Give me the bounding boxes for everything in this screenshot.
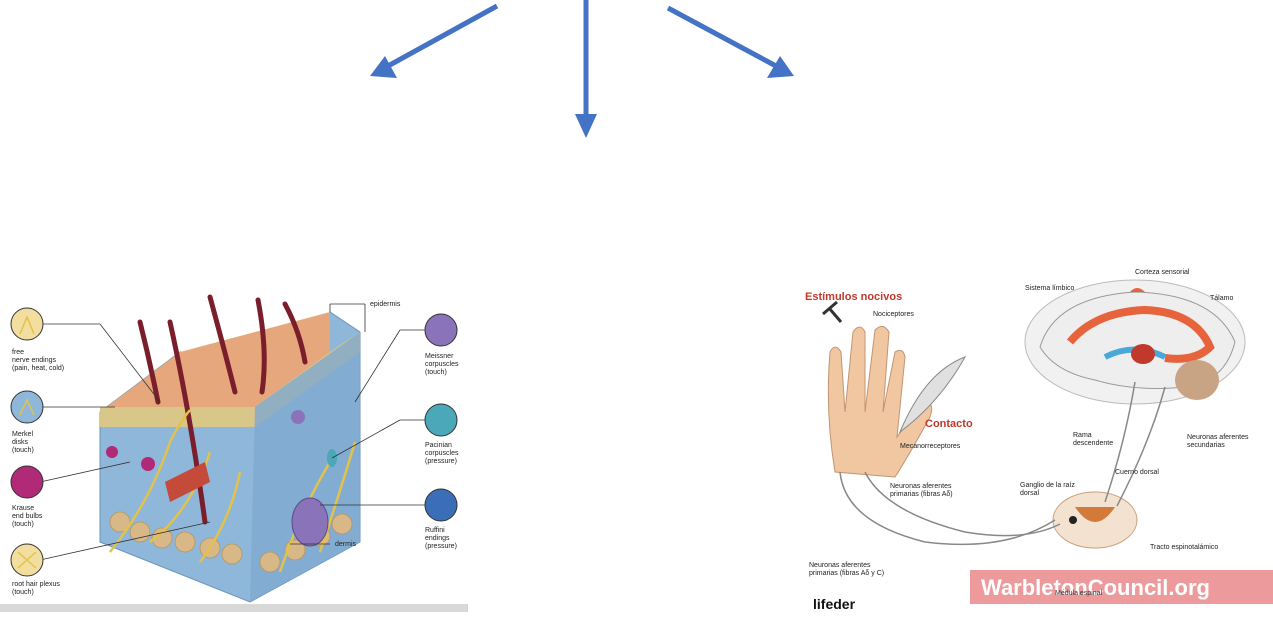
label-corteza-sensorial: Corteza sensorial <box>1135 269 1190 276</box>
pain-pathway-diagram: Estímulos nocivos Nociceptores Contacto … <box>805 262 1273 612</box>
label-contacto: Contacto <box>925 418 973 430</box>
title-estimulos-nocivos: Estímulos nocivos <box>805 291 902 303</box>
arrow-left-icon <box>370 3 499 78</box>
arrow-down-icon <box>575 0 597 138</box>
svg-text:Médula espinal: Médula espinal <box>1055 590 1103 597</box>
label-epidermis: epidermis <box>370 301 401 308</box>
label-mecanorreceptores: Mecanorreceptores <box>900 443 961 450</box>
label-tracto-espinotalamico: Tracto espinotalámico <box>1150 544 1218 551</box>
lifeder-logo: lifeder <box>813 596 856 612</box>
label-cuerno-dorsal: Cuerno dorsal <box>1115 469 1159 476</box>
top-arrows <box>370 0 794 138</box>
arrow-right-icon <box>666 5 794 78</box>
label-nociceptores: Nociceptores <box>873 311 914 318</box>
label-dermis: dermis <box>335 541 357 548</box>
label-root-hair-plexus: root hair plexus(touch) <box>12 581 60 596</box>
label-talamo: Tálamo <box>1210 295 1233 302</box>
svg-text:WarbletonCouncil.org: WarbletonCouncil.org <box>981 575 1210 600</box>
watermark: WarbletonCouncil.org Médula espinal <box>970 570 1273 604</box>
label-sistema-limbico: Sistema límbico <box>1025 285 1075 292</box>
